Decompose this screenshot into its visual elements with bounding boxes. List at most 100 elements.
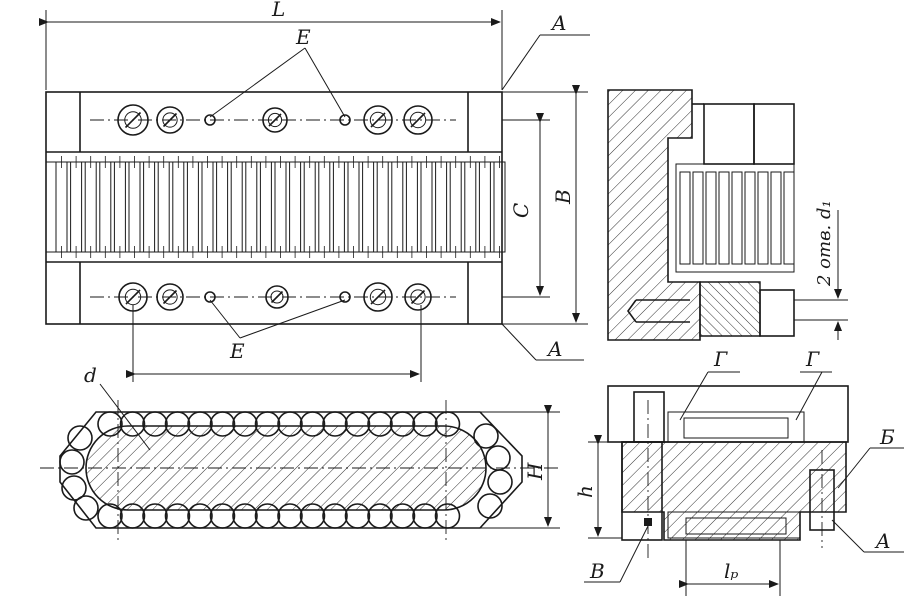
chain-roller xyxy=(97,411,123,437)
roller-slat xyxy=(230,161,243,253)
roller-slat xyxy=(128,161,141,253)
bolt-slot xyxy=(162,289,178,305)
label-e-top: E xyxy=(295,25,311,49)
chain-roller xyxy=(277,411,303,437)
roller-slat xyxy=(478,161,491,253)
bolt-slot xyxy=(124,111,142,129)
leader-e-top-1 xyxy=(209,47,306,118)
chain-roller xyxy=(97,503,123,529)
leader-g-1 xyxy=(679,371,709,421)
chain-roller xyxy=(187,503,213,529)
chain-roller xyxy=(277,503,303,529)
section-roller-slat xyxy=(718,171,730,265)
chain-roller xyxy=(389,503,416,529)
roller-slat xyxy=(420,161,433,253)
roller-slat xyxy=(493,161,506,253)
chain-roller xyxy=(119,411,146,437)
bolt-slot xyxy=(268,113,282,127)
end-left-post xyxy=(621,441,663,541)
label-h-small: h xyxy=(573,485,597,498)
bolt-hole-inner xyxy=(410,289,426,305)
roller-slat xyxy=(157,161,170,253)
plan-view: L A E E xyxy=(39,0,590,382)
bolt-hole-inner xyxy=(369,111,387,129)
roller-slat xyxy=(435,161,448,253)
bolt-hole-inner xyxy=(124,288,142,306)
bolt-hole-circle xyxy=(404,283,432,311)
chain-roller xyxy=(209,503,236,529)
roller-slat xyxy=(201,161,214,253)
roller-slat xyxy=(55,161,68,253)
bolt-slot xyxy=(125,289,141,305)
bolt-slot xyxy=(370,289,386,305)
leader-a-top xyxy=(501,34,541,91)
label-c: C xyxy=(509,203,533,218)
bolt-slot xyxy=(370,112,386,128)
bolt-slot xyxy=(270,290,284,304)
roller-slat xyxy=(347,161,360,253)
bolt-hole-circle xyxy=(363,105,393,135)
end-upper-roller xyxy=(683,417,789,439)
roller-slat xyxy=(143,161,156,253)
chain-roller xyxy=(164,411,191,437)
label-v: В xyxy=(589,559,605,583)
leader-e-bottom-2 xyxy=(239,299,346,339)
bolt-hole-circle xyxy=(262,107,288,133)
chain-rollers xyxy=(59,411,513,529)
chain-roller xyxy=(299,503,326,529)
label-g-2: Г xyxy=(805,347,820,371)
label-a-top: A xyxy=(550,11,566,35)
section-roller-slat xyxy=(770,171,782,265)
pin-hole-e xyxy=(339,114,351,126)
leader-a-end xyxy=(831,519,865,553)
roller-slat xyxy=(245,161,258,253)
bolt-hole-circle xyxy=(363,282,393,312)
roller-slat xyxy=(216,161,229,253)
chain-roller xyxy=(59,449,85,475)
chain-roller xyxy=(254,503,281,529)
chain-roller xyxy=(344,411,371,437)
end-top-block xyxy=(607,385,849,443)
roller-slat xyxy=(449,161,462,253)
label-g-1: Г xyxy=(713,347,728,371)
section-rail-block xyxy=(703,103,755,165)
bolt-hole-circle xyxy=(403,105,433,135)
label-h-cap: H xyxy=(523,462,547,481)
section-roller-slat xyxy=(783,171,795,265)
chain-roller xyxy=(142,411,168,437)
roller-slat xyxy=(332,161,345,253)
label-d1-note: 2 отв. d₁ xyxy=(814,200,835,287)
section-roller-slat xyxy=(692,171,704,265)
label-d: d xyxy=(84,363,97,387)
roller-slat xyxy=(376,161,389,253)
chain-roller xyxy=(477,493,503,519)
chain-roller xyxy=(434,411,461,437)
side-section-view: 2 отв. d₁ xyxy=(607,89,848,341)
pin-hole-e xyxy=(204,291,216,303)
section-base-hatched xyxy=(607,89,701,341)
section-screw-head xyxy=(759,289,795,337)
label-lp: lₚ xyxy=(724,559,738,583)
bolt-hole-inner xyxy=(267,112,283,128)
pin-hole-e xyxy=(339,291,351,303)
label-b: B xyxy=(551,189,575,205)
label-a-bottom: A xyxy=(546,337,562,361)
plan-rollers xyxy=(55,156,506,258)
leader-g-2 xyxy=(795,371,823,421)
end-body-hatched xyxy=(621,441,847,541)
bolt-hole-circle xyxy=(265,285,289,309)
roller-slat xyxy=(464,161,477,253)
bolt-hole-circle xyxy=(117,104,149,136)
roller-slat xyxy=(362,161,375,253)
chain-roller xyxy=(412,411,438,437)
bolt-slot xyxy=(410,112,426,128)
plan-holes xyxy=(117,104,433,312)
bolt-slot xyxy=(162,112,178,128)
roller-slat xyxy=(405,161,418,253)
chain-roller xyxy=(164,503,191,529)
chain-roller xyxy=(119,503,146,529)
chain-roller xyxy=(322,503,348,529)
end-lower-roller xyxy=(685,517,787,535)
section-roller-slat xyxy=(744,171,756,265)
